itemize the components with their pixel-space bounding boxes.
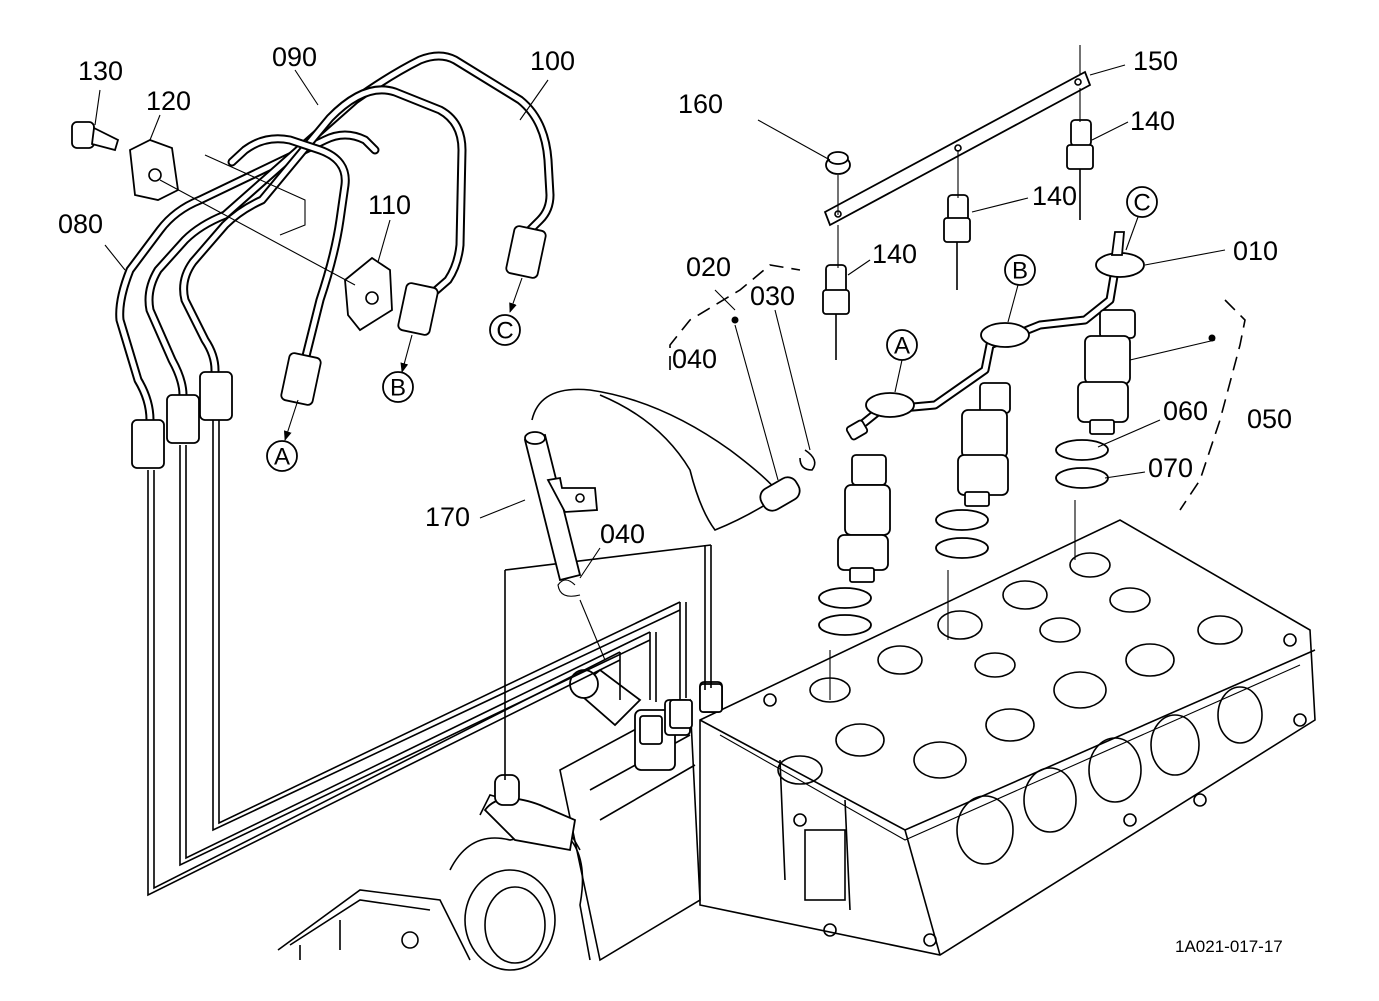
cylinder-head bbox=[699, 519, 1316, 956]
head-bolt-holes bbox=[763, 633, 1307, 947]
label-170: 170 bbox=[425, 502, 470, 532]
leader-lines bbox=[94, 64, 1226, 579]
connection-marker-left-a: A bbox=[266, 440, 298, 472]
gear-case bbox=[277, 774, 591, 971]
glow-plug-2 bbox=[943, 194, 971, 290]
label-140-c: 140 bbox=[1130, 106, 1175, 136]
glow-plug-lead-150 bbox=[823, 70, 1092, 227]
injection-pipes bbox=[115, 51, 712, 897]
label-090: 090 bbox=[272, 42, 317, 72]
label-020: 020 bbox=[686, 252, 731, 282]
connection-marker-right-c-label: C bbox=[1133, 190, 1150, 217]
glow-plugs bbox=[822, 119, 1094, 360]
return-hose bbox=[531, 388, 816, 531]
label-060: 060 bbox=[1163, 396, 1208, 426]
label-010: 010 bbox=[1233, 236, 1278, 266]
label-130: 130 bbox=[78, 56, 123, 86]
label-100: 100 bbox=[530, 46, 575, 76]
label-110: 110 bbox=[368, 190, 411, 220]
nozzle-2 bbox=[935, 382, 1011, 559]
connection-marker-left-b: B bbox=[382, 371, 414, 403]
nozzle-1 bbox=[818, 454, 891, 636]
connection-marker-left-a-label: A bbox=[274, 444, 290, 471]
pipe-170 bbox=[523, 431, 598, 582]
pump-delivery-valves bbox=[639, 683, 723, 745]
label-160: 160 bbox=[678, 89, 723, 119]
label-140-b: 140 bbox=[1032, 181, 1077, 211]
connection-marker-left-c: C bbox=[489, 314, 521, 346]
part-number-labels: 130 120 090 100 080 110 160 150 140 140 … bbox=[58, 42, 1292, 549]
label-140-a: 140 bbox=[872, 239, 917, 269]
injection-nozzles bbox=[818, 309, 1136, 636]
label-150: 150 bbox=[1133, 46, 1178, 76]
pipe-clamp-110 bbox=[344, 256, 393, 332]
overflow-pipe bbox=[845, 231, 1145, 441]
connection-marker-right-a-label: A bbox=[894, 333, 910, 360]
connection-marker-right-b: B bbox=[1004, 254, 1036, 286]
glow-plug-1 bbox=[822, 264, 850, 360]
connection-marker-right-b-label: B bbox=[1012, 258, 1028, 285]
label-040-a: 040 bbox=[672, 344, 717, 374]
nozzle-3 bbox=[1055, 309, 1136, 489]
nut-160 bbox=[825, 151, 851, 175]
connection-marker-right-c: C bbox=[1126, 186, 1158, 218]
injection-pump bbox=[559, 668, 723, 962]
connection-marker-left-c-label: C bbox=[496, 318, 513, 345]
connection-marker-left-b-label: B bbox=[390, 375, 406, 402]
connection-marker-right-a: A bbox=[886, 329, 918, 361]
pipe-nuts bbox=[131, 225, 547, 469]
bolt-130 bbox=[71, 121, 120, 152]
glow-plug-3 bbox=[1066, 119, 1094, 220]
label-120: 120 bbox=[146, 86, 191, 116]
label-050: 050 bbox=[1247, 404, 1292, 434]
drawing-reference-number: 1A021-017-17 bbox=[1175, 937, 1283, 956]
label-030: 030 bbox=[750, 281, 795, 311]
head-ports bbox=[777, 552, 1263, 865]
label-080: 080 bbox=[58, 209, 103, 239]
label-040-b: 040 bbox=[600, 519, 645, 549]
pipe-clamp-120 bbox=[129, 139, 179, 201]
label-070: 070 bbox=[1148, 453, 1193, 483]
